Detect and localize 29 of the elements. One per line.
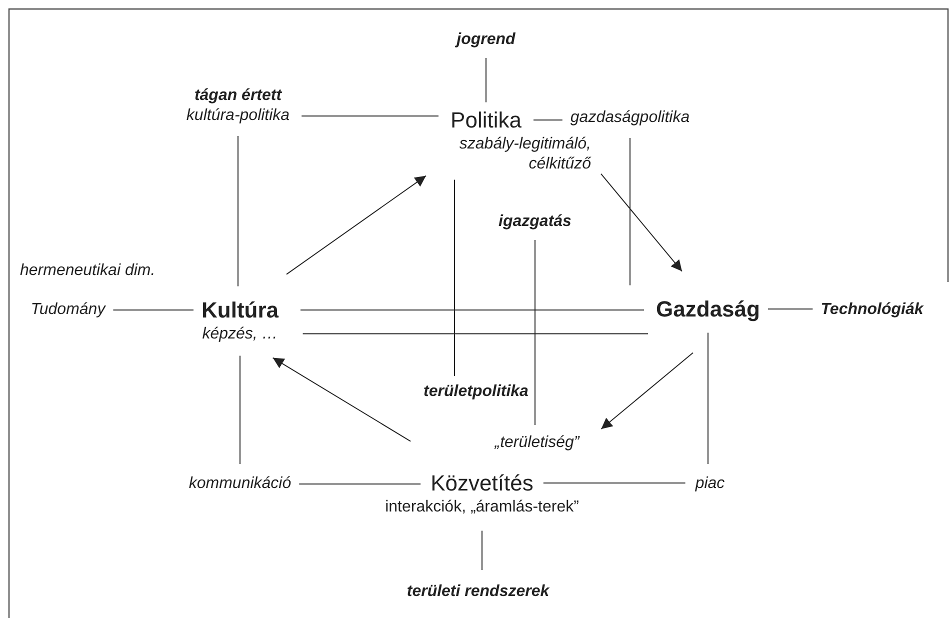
arrow: [600, 173, 682, 272]
node-label: kommunikáció: [188, 474, 292, 494]
arrow: [600, 352, 694, 430]
node-label: Kultúra: [202, 296, 278, 324]
connector-line: [302, 333, 648, 334]
node-label: gazdaságpolitika: [570, 108, 690, 128]
node-label: jogrend: [456, 30, 516, 50]
node-label: „területiség”: [494, 433, 580, 453]
node-subtitle: szabály-legitimáló, célkitűző: [458, 134, 591, 174]
note-text: hermeneutikai dim.: [20, 262, 156, 280]
node-label: Tudomány: [30, 300, 106, 320]
node-label: tágan értett: [194, 86, 282, 106]
node-label: piac: [695, 474, 725, 494]
node-label: területpolitika: [424, 382, 528, 402]
node-label: területi rendszerek: [406, 582, 550, 602]
node-label: Közvetítés: [430, 469, 534, 497]
node-label: igazgatás: [498, 212, 572, 232]
node-subtitle: interakciók, „áramlás-terek”: [385, 496, 579, 517]
connector-line: [542, 482, 686, 484]
connector-line: [454, 179, 455, 376]
arrow: [272, 357, 412, 442]
node-subtitle: képzés, …: [202, 324, 278, 344]
node-label: Technológiák: [820, 300, 924, 320]
connector-line: [534, 240, 536, 426]
connector-line: [768, 308, 814, 310]
node-label: Politika: [450, 106, 522, 134]
node-label: Gazdaság: [656, 295, 760, 323]
arrow: [286, 175, 426, 275]
node-subtitle: kultúra-politika: [186, 106, 290, 126]
